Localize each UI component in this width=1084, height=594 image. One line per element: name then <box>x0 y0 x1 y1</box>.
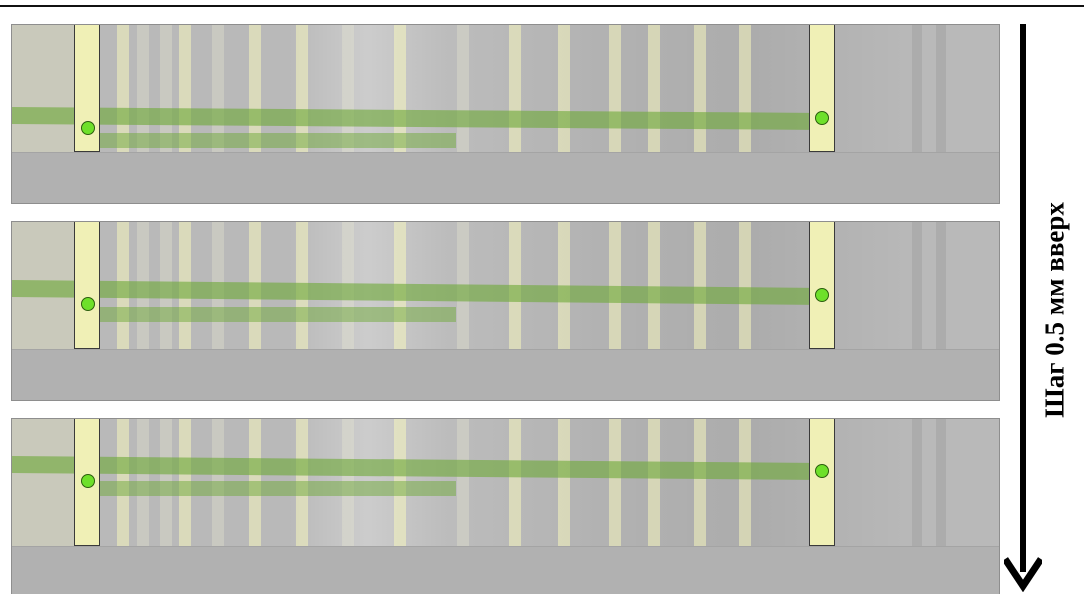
short-beam <box>78 481 456 496</box>
frame-stripe <box>936 419 946 546</box>
node-point <box>815 464 829 478</box>
frame-stripe <box>912 25 922 152</box>
node-point <box>81 474 95 488</box>
frame-stripe <box>694 419 706 546</box>
panel-divider-line <box>12 152 999 153</box>
frame-panel <box>11 418 1000 594</box>
right-post <box>809 25 835 152</box>
node-point <box>815 111 829 125</box>
short-beam <box>78 307 456 322</box>
frame-stripe <box>739 419 751 546</box>
frame-stripe <box>739 25 751 152</box>
right-post <box>809 419 835 546</box>
panel-divider-line <box>12 349 999 350</box>
frame-stripe <box>558 419 570 546</box>
frame-panel <box>11 221 1000 401</box>
step-label: Шаг 0.5 мм вверх <box>1039 202 1070 418</box>
panel-left-block <box>12 419 78 546</box>
node-point <box>81 297 95 311</box>
short-beam <box>78 133 456 148</box>
frame-stripe <box>509 419 521 546</box>
frame-stripe <box>694 222 706 349</box>
frame-stripe <box>558 25 570 152</box>
frame-stripe <box>739 222 751 349</box>
frame-stripe <box>936 222 946 349</box>
frame-stripe <box>609 419 621 546</box>
frame-panel <box>11 24 1000 204</box>
frame-stripe <box>694 25 706 152</box>
top-rule <box>0 5 1084 7</box>
frame-stripe <box>648 419 660 546</box>
arrow-down-icon <box>1004 557 1042 592</box>
frame-stripe <box>912 222 922 349</box>
frame-stripe <box>457 25 469 152</box>
panel-left-block <box>12 25 78 152</box>
step-arrow-shaft <box>1020 24 1026 572</box>
frame-stripe <box>912 419 922 546</box>
right-post <box>809 222 835 349</box>
frame-stripe <box>609 25 621 152</box>
node-point <box>815 288 829 302</box>
frame-stripe <box>457 419 469 546</box>
node-point <box>81 121 95 135</box>
frame-stripe <box>648 25 660 152</box>
panel-divider-line <box>12 546 999 547</box>
frame-stripe <box>509 25 521 152</box>
left-post <box>74 222 100 349</box>
frame-stripe <box>936 25 946 152</box>
